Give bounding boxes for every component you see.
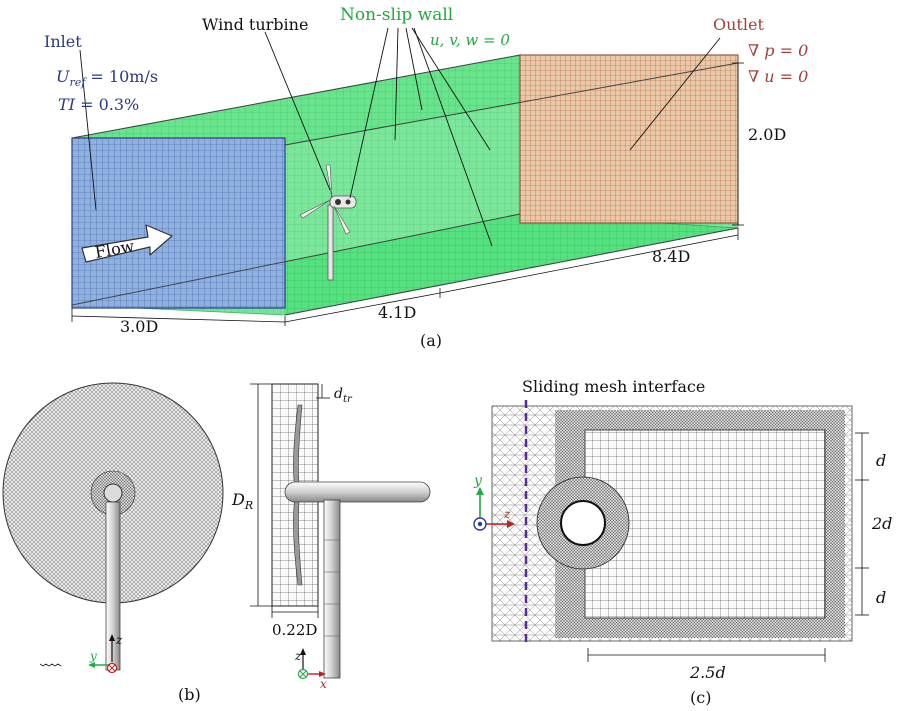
axis-y-c: y (473, 473, 483, 489)
uref-label: Uref = 10m/s (56, 67, 158, 89)
ti-value: = 0.3% (75, 95, 139, 114)
axis-z-side: z (294, 649, 302, 663)
dimension-lines (71, 62, 744, 326)
dim-rotor-label: DR (231, 490, 253, 512)
ti-label: TI = 0.3% (58, 95, 139, 114)
dim-height-label: 2.0D (748, 125, 786, 144)
dim-tr-subscript: tr (343, 394, 353, 405)
dim-width-label: 3.0D (120, 317, 158, 336)
outlet-face-mesh (519, 54, 739, 224)
panel-b: z y DR dt (2, 382, 431, 704)
outlet-bc-u: ∇ u = 0 (748, 67, 808, 86)
wind-turbine-model (299, 164, 357, 281)
dim-d-top: d (876, 451, 886, 470)
dim-rotor-subscript: R (244, 499, 253, 512)
axis-y-front: y (89, 649, 97, 663)
caption-c: (c) (690, 688, 711, 707)
dim-downstream-label: 8.4D (652, 247, 690, 266)
outlet-bc-p: ∇ p = 0 (748, 41, 808, 60)
axis-x-side: x (320, 677, 327, 691)
axis-z-c: z (503, 507, 511, 521)
nacelle-side (284, 481, 431, 503)
panel-c: y z Sliding mesh interface d 2d d 2.5d (… (473, 377, 892, 707)
domain-edges (71, 54, 739, 316)
ti-symbol: TI (58, 95, 76, 114)
wind-turbine-label: Wind turbine (202, 15, 308, 34)
dims-c (587, 432, 869, 662)
tower-side (323, 499, 341, 679)
caption-a: (a) (420, 331, 442, 350)
dim-tr-label: dtr (334, 386, 353, 405)
scale-squiggle (39, 663, 62, 667)
axes-side: z x (294, 648, 327, 691)
nonslip-wall-label: Non-slip wall (340, 5, 453, 25)
inlet-face-mesh (71, 137, 286, 309)
dim-rotor-symbol: D (231, 490, 245, 509)
panel-a: Flow Inlet Uref (44, 5, 808, 350)
leader-lines (79, 27, 721, 247)
dims-b (250, 383, 330, 618)
cylinder (560, 500, 606, 546)
outlet-label: Outlet (713, 15, 764, 34)
dim-upstream-label: 4.1D (378, 303, 416, 322)
caption-b: (b) (178, 685, 201, 704)
sliding-interface-label: Sliding mesh interface (522, 377, 705, 396)
axes-front: z y (39, 633, 123, 674)
uref-subscript: ref (69, 76, 87, 89)
axis-z-front: z (115, 633, 123, 647)
dim-tr-symbol: d (334, 386, 343, 402)
inlet-label: Inlet (44, 32, 82, 51)
uref-value: = 10m/s (85, 67, 158, 86)
dim-2-5d: 2.5d (689, 663, 726, 682)
uref-symbol: U (56, 67, 70, 86)
dim-thickness-label: 0.22D (272, 621, 317, 639)
dim-d-bottom: d (876, 588, 886, 607)
hub (103, 483, 123, 503)
axes-c: y z (473, 473, 515, 531)
dim-2d: 2d (871, 514, 892, 533)
velocity-bc-label: u, v, w = 0 (430, 31, 510, 49)
